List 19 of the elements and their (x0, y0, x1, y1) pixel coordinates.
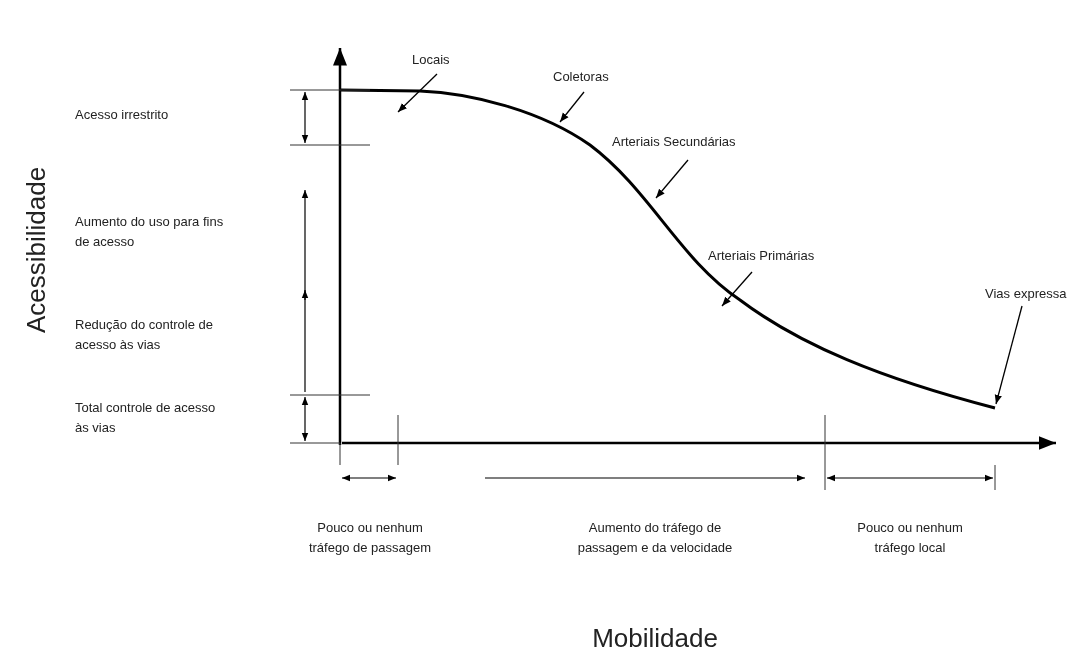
axis-title: Mobilidade (591, 622, 719, 654)
arrow (655, 159, 689, 199)
annotation-text: Aumento do uso para fins de acesso (75, 213, 225, 251)
annotation-text: Total controle de acesso às vias (75, 399, 217, 437)
annotation-text: Aumento do tráfego de passagem e da velocidade (576, 519, 734, 557)
annotation-text: Acesso irrestrito (75, 106, 170, 124)
arrow (721, 271, 753, 307)
callout-label: Coletoras (553, 67, 609, 87)
annotation-text: Pouco ou nenhum tráfego local (856, 519, 964, 557)
callout-label: Arteriais Secundárias (612, 132, 736, 152)
callout-label: Arteriais Primárias (708, 246, 815, 266)
annotation-text: Redução do controle de acesso às vias (75, 316, 215, 354)
callout-label: Vias expressa (985, 284, 1067, 304)
axis-title: Acessibilidade (20, 166, 53, 334)
arrow (994, 305, 1023, 405)
arrow (397, 73, 438, 113)
arrow (559, 91, 585, 123)
callout-label: Locais (412, 50, 450, 70)
annotation-text: Pouco ou nenhum tráfego de passagem (307, 519, 433, 557)
